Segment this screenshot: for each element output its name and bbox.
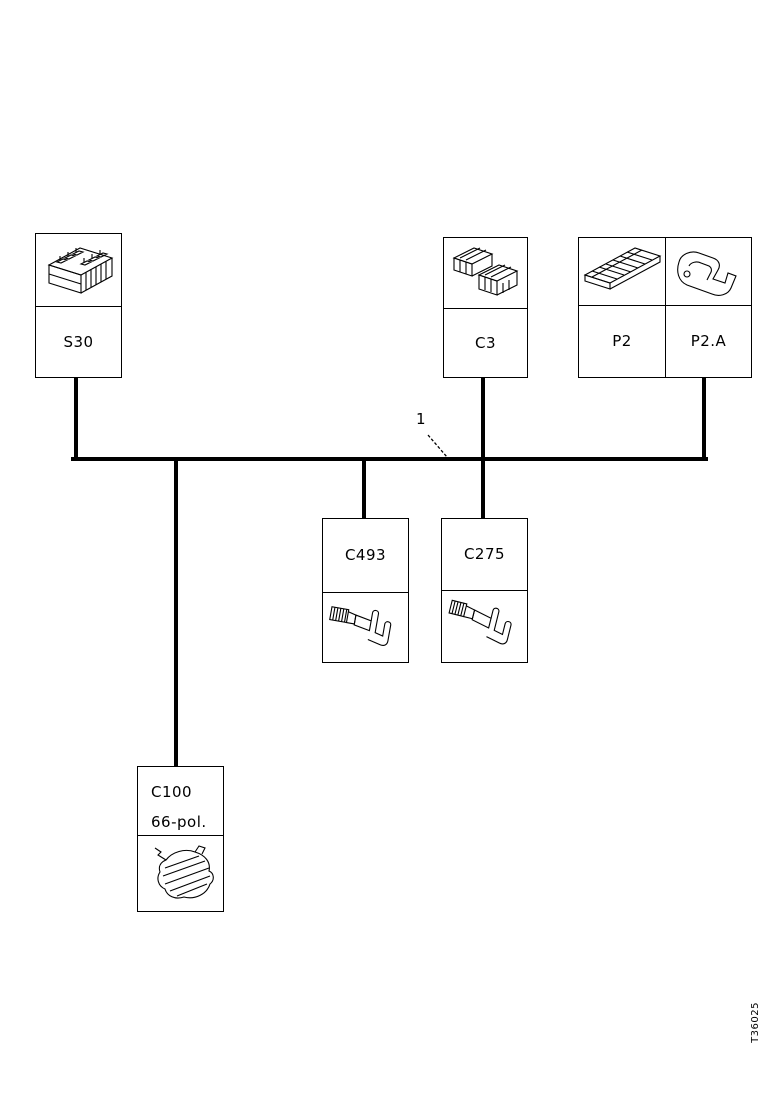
c100-drop-line: [174, 459, 178, 768]
s30-drop-line: [74, 376, 78, 461]
c493-image-cell: [323, 591, 408, 663]
round-connector-icon: [154, 845, 214, 899]
c100-label-cell: C100 66-pol.: [138, 767, 223, 835]
c275-label: C275: [463, 545, 506, 564]
connector-box-p2-p2a: P2 P2.A: [578, 237, 752, 378]
connector-box-c275: C275: [441, 518, 528, 663]
c100-sublabel: 66-pol.: [151, 813, 207, 831]
s30-label-cell: S30: [36, 305, 121, 378]
c3-label: C3: [474, 333, 497, 352]
connector-box-c100: C100 66-pol.: [137, 766, 224, 912]
c493-label-cell: C493: [323, 519, 408, 592]
connector-box-s30: S30: [35, 233, 122, 378]
p2a-drop-line: [702, 376, 706, 461]
crimp-terminal-icon: [328, 606, 391, 647]
c100-image-cell: [138, 834, 223, 912]
c275-label-cell: C275: [442, 519, 527, 590]
bus-line: [71, 457, 708, 461]
connector-box-c3: C3: [443, 237, 528, 378]
connector-box-c493: C493: [322, 518, 409, 663]
crimp-terminal-icon: [447, 599, 512, 645]
callout-1-label: 1: [416, 410, 426, 428]
c493-drop-line: [362, 459, 366, 520]
s30-label: S30: [63, 332, 94, 351]
p2-label-cell: P2: [579, 304, 665, 378]
c100-label: C100: [151, 783, 193, 801]
p2-image-cell: [579, 238, 665, 305]
c275-image-cell: [442, 589, 527, 663]
c493-label: C493: [344, 546, 387, 565]
p2a-label-cell: P2.A: [665, 304, 751, 377]
p2-label: P2: [612, 332, 632, 351]
mounting-bracket-icon: [676, 251, 737, 297]
p2a-image-cell: [665, 238, 751, 305]
s30-image-cell: [36, 234, 121, 306]
c3-image-cell: [444, 238, 527, 308]
connector-housing-pair-icon: [452, 247, 518, 296]
c3-label-cell: C3: [444, 307, 527, 378]
c3-c275-line: [481, 376, 485, 520]
figure-number: T36025: [750, 1002, 761, 1043]
p2a-label: P2.A: [690, 332, 727, 351]
flat-pin-strip-icon: [583, 247, 662, 291]
fuse-box-connector-icon: [47, 247, 113, 294]
callout-1-leader-line: [427, 434, 448, 458]
